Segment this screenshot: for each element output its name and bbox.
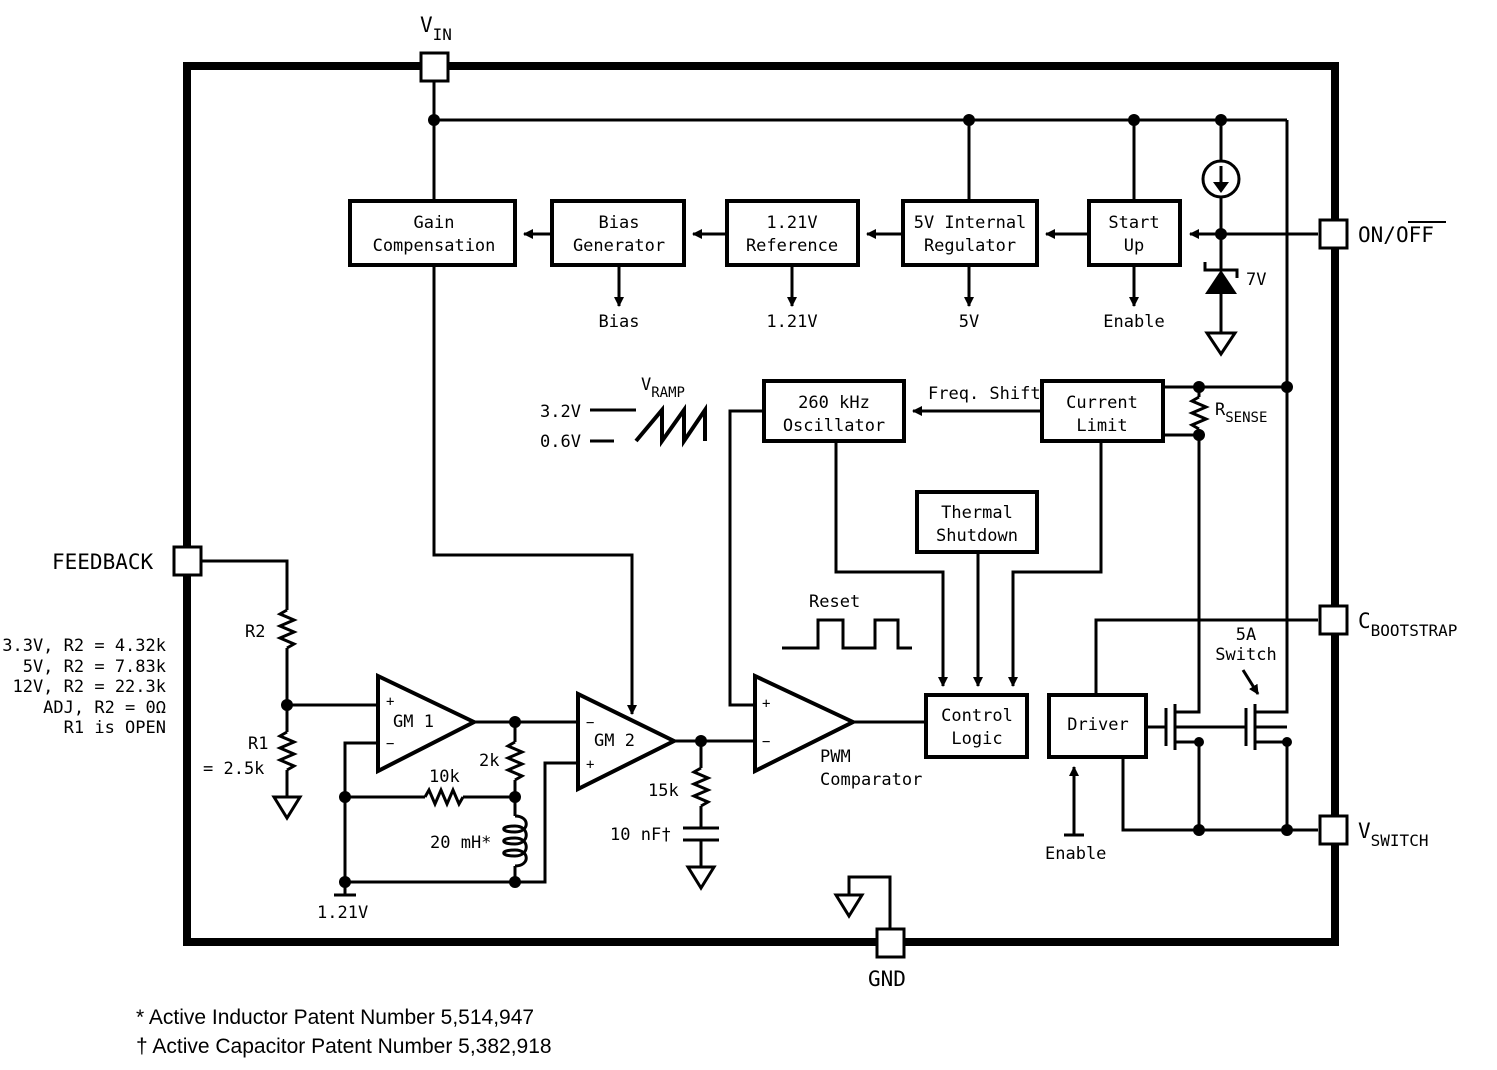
gnd-label: GND	[868, 967, 906, 991]
inductor-label: 20 mH*	[430, 833, 491, 853]
feedback-network	[201, 559, 378, 821]
gain-comp-to-gm2	[432, 265, 637, 715]
feedback-option-3: 12V, R2 = 22.3k	[12, 677, 166, 697]
ramp-low-label: 0.6V	[540, 432, 581, 452]
bias-generator-label-2: Generator	[573, 236, 665, 256]
gm2-minus: −	[586, 715, 594, 731]
vin-label: VIN	[420, 13, 452, 44]
gm2-output-network	[674, 735, 753, 891]
ref-121-label: 1.21V	[317, 903, 368, 923]
control-logic-block	[924, 693, 1029, 759]
driver-label: Driver	[1067, 715, 1128, 735]
feedback-label: FEEDBACK	[52, 550, 154, 574]
startup-label-2: Up	[1124, 236, 1144, 256]
vswitch-pin	[1318, 814, 1349, 846]
oscillator-label-1: 260 kHz	[798, 393, 870, 413]
freq-shift-label: Freq. Shift	[928, 384, 1041, 404]
footnote-inductor: * Active Inductor Patent Number 5,514,94…	[136, 1006, 534, 1029]
bias-generator-label-1: Bias	[599, 213, 640, 233]
reset-label: Reset	[809, 592, 860, 612]
cbootstrap-label: CBOOTSTRAP	[1358, 609, 1457, 640]
control-wiring	[728, 406, 1103, 724]
gm1-neg-input	[343, 741, 378, 882]
oscillator-label-2: Oscillator	[783, 416, 885, 436]
pwm-minus: −	[762, 734, 770, 750]
ramp-high-label: 3.2V	[540, 402, 581, 422]
rsense-network	[1163, 381, 1293, 700]
oscillator-block	[762, 379, 906, 443]
switch-label-1: 5A	[1236, 625, 1256, 645]
vramp-label: VRAMP	[641, 375, 685, 401]
pwm-label-1: PWM	[820, 747, 851, 767]
current-source-icon	[1201, 159, 1241, 234]
current-limit-label-1: Current	[1066, 393, 1138, 413]
chip-outline	[183, 62, 1339, 946]
rsense-label: RSENSE	[1215, 400, 1267, 426]
gnd-network	[833, 875, 892, 930]
r15k-label: 15k	[648, 781, 679, 801]
feedback-option-2: 5V, R2 = 7.83k	[23, 657, 166, 677]
r2-label: R2	[245, 622, 265, 642]
r1-label-1: R1	[248, 734, 268, 754]
top-row-arrows	[523, 229, 1139, 307]
cbootstrap-pin	[1318, 604, 1349, 636]
driver-wiring	[1064, 618, 1318, 837]
r2k-label: 2k	[479, 751, 499, 771]
enable-output-label: Enable	[1103, 312, 1164, 332]
gm1-plus: +	[386, 694, 394, 710]
gain-compensation-block	[348, 199, 517, 267]
active-network	[334, 716, 578, 897]
vin-pin	[419, 51, 450, 83]
gm2-amplifier	[576, 690, 679, 793]
thermal-label-2: Shutdown	[936, 526, 1018, 546]
regulator-label-1: 5V Internal	[914, 213, 1027, 233]
mosfet-switches	[1146, 669, 1292, 830]
gain-compensation-label-1: Gain	[414, 213, 455, 233]
bias-output-label: Bias	[599, 312, 640, 332]
current-limit-label-2: Limit	[1076, 416, 1127, 436]
gnd-pin	[875, 927, 906, 959]
gm2-label: GM 2	[594, 731, 635, 751]
pwm-label-2: Comparator	[820, 770, 922, 790]
feedback-option-1: 3.3V, R2 = 4.32k	[2, 636, 166, 656]
zener-label: 7V	[1246, 270, 1266, 290]
r1-label-2: = 2.5k	[203, 759, 264, 779]
r10k-label: 10k	[429, 767, 460, 787]
bias-generator-block	[550, 199, 686, 267]
gm1-amplifier	[376, 672, 479, 775]
startup-label-1: Start	[1108, 213, 1159, 233]
control-logic-label-1: Control	[941, 706, 1013, 726]
regulator-label-2: Regulator	[924, 236, 1016, 256]
reference-label-1: 1.21V	[766, 213, 817, 233]
regulator-block	[901, 199, 1039, 267]
vswitch-label: VSWITCH	[1358, 819, 1428, 850]
reference-label-2: Reference	[746, 236, 838, 256]
five-v-output-label: 5V	[959, 312, 979, 332]
on-off-pin	[1318, 218, 1349, 250]
pwm-comparator	[753, 672, 858, 775]
reference-block	[725, 199, 860, 267]
switch-label-2: Switch	[1215, 645, 1276, 665]
ref-output-label: 1.21V	[766, 312, 817, 332]
gain-compensation-label-2: Compensation	[373, 236, 496, 256]
on-off-label: ON/OFF	[1358, 223, 1434, 247]
feedback-option-5: R1 is OPEN	[64, 718, 166, 738]
cap-label: 10 nF†	[610, 825, 671, 845]
footnote-capacitor: † Active Capacitor Patent Number 5,382,9…	[136, 1035, 552, 1058]
driver-enable-label: Enable	[1045, 844, 1106, 864]
gm2-plus: +	[586, 757, 594, 773]
gm1-minus: −	[386, 736, 394, 752]
feedback-option-4: ADJ, R2 = 0Ω	[43, 698, 166, 718]
thermal-label-1: Thermal	[941, 503, 1013, 523]
ramp-waveform	[590, 403, 707, 448]
on-off-network	[1189, 228, 1318, 357]
pwm-plus: +	[762, 696, 770, 712]
vin-rail	[428, 81, 1289, 387]
gm1-label: GM 1	[393, 712, 434, 732]
driver-block	[1047, 693, 1148, 759]
control-logic-label-2: Logic	[951, 729, 1002, 749]
reset-pulse	[782, 618, 912, 650]
feedback-pin	[172, 545, 203, 577]
